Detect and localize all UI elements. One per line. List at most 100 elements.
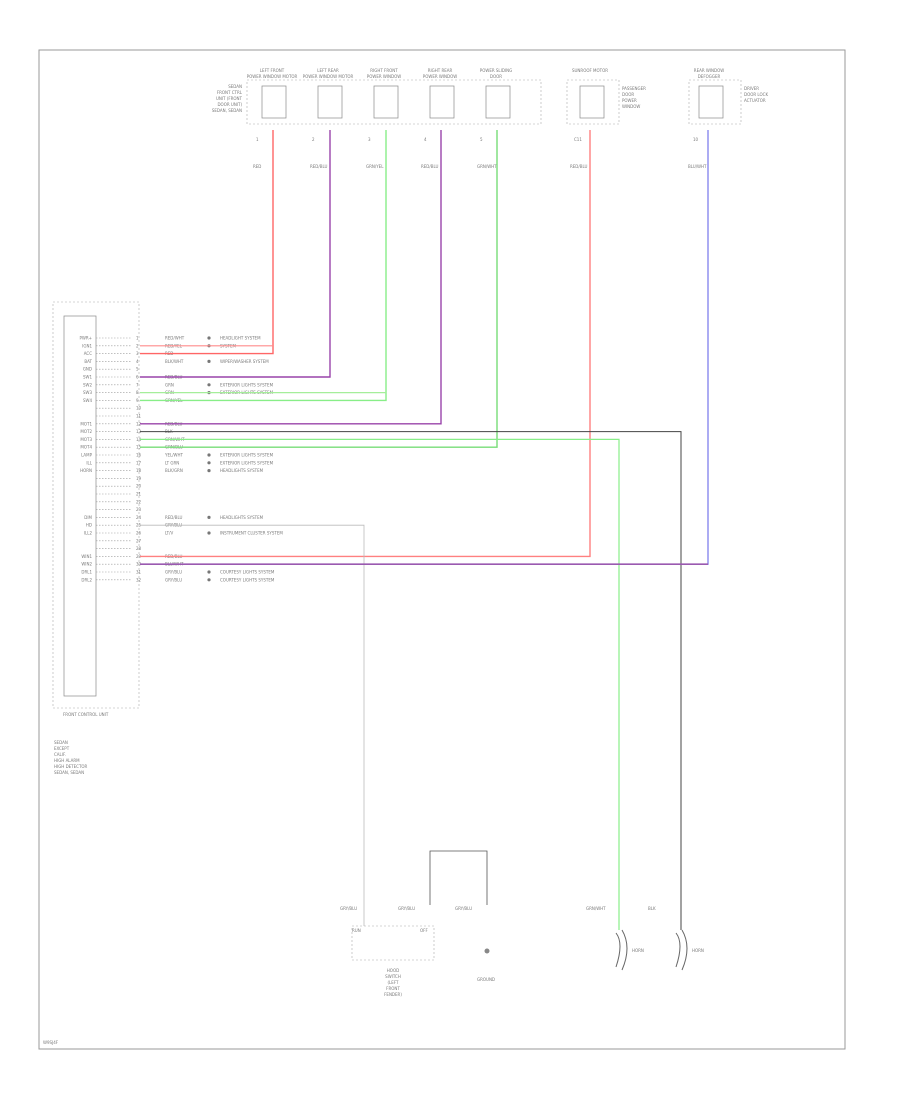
module-note-line: HIGH DETECTOR	[54, 764, 88, 769]
wire	[140, 130, 591, 558]
pin-label: WIN1	[81, 554, 92, 559]
pin-arrow-icon	[207, 461, 211, 465]
wire	[140, 130, 387, 402]
switch-pin: OFF	[420, 928, 428, 933]
connector-body	[698, 85, 724, 119]
module-pin: 28	[96, 546, 142, 551]
horn-label: HORN	[632, 948, 644, 953]
pin-number: 30	[136, 562, 142, 567]
connector-pin: 3	[368, 137, 371, 142]
connector-group-b	[566, 79, 620, 125]
connector-pin: C11	[574, 137, 582, 142]
pin-number: 12	[136, 421, 142, 426]
connector-header: RIGHT FRONT	[370, 68, 398, 73]
pin-number: 21	[136, 492, 142, 497]
wire	[140, 130, 442, 425]
pin-label: SW4	[83, 398, 92, 403]
module-note-line: HIGH ALARM	[54, 758, 80, 763]
connector-header-2: POWER WINDOW MOTOR	[247, 74, 298, 79]
horn-symbol-1	[615, 929, 628, 971]
bottom-components	[351, 850, 688, 971]
pin-number: 2	[136, 343, 139, 348]
pin-destination: EXTERIOR LIGHTS SYSTEM	[220, 460, 274, 465]
pin-arrow-icon	[207, 453, 211, 457]
front-control-unit-outline	[52, 301, 140, 709]
svg-text:DOOR LOCK: DOOR LOCK	[744, 92, 768, 97]
pin-label: SW3	[83, 390, 92, 395]
connector-header: POWER SLIDING	[480, 68, 512, 73]
pin-number: 11	[136, 414, 142, 419]
pin-label: IGN1	[82, 343, 92, 348]
pin-wire-color: RED/BLU	[165, 515, 183, 520]
pin-arrow-icon	[207, 359, 211, 363]
pin-label: ACC	[84, 351, 92, 356]
connector-header: LEFT REAR	[317, 68, 339, 73]
connector-pin: 5	[480, 137, 483, 142]
svg-text:DRIVER: DRIVER	[744, 86, 759, 91]
bottom-wire-label: GRY/BLU	[398, 906, 415, 911]
pin-label: BAT	[84, 359, 92, 364]
module-pin: 20	[96, 484, 142, 489]
wire	[140, 130, 498, 448]
pin-label: SW2	[83, 382, 92, 387]
top-note-line: SEDAN, SEDAN	[212, 108, 242, 113]
pin-number: 1	[136, 336, 139, 341]
svg-text:WINDOW: WINDOW	[622, 104, 640, 109]
connector-body	[429, 85, 455, 119]
pin-arrow-icon	[207, 336, 211, 340]
pin-number: 26	[136, 531, 142, 536]
module-pin: 11	[96, 414, 142, 419]
pin-label: WIN2	[81, 562, 92, 567]
pin-wire-color: YEL/WHT	[164, 453, 184, 458]
pin-destination: COURTESY LIGHTS SYSTEM	[220, 577, 275, 582]
svg-text:POWER: POWER	[622, 98, 637, 103]
wire-to-hood-switch	[140, 524, 365, 926]
pin-number: 3	[136, 351, 139, 356]
pin-label: LAMP	[81, 453, 93, 458]
pin-label: GND	[83, 367, 92, 372]
wire-to-horn-2	[140, 431, 682, 930]
module-note-line: SEDAN	[54, 740, 68, 745]
wire	[140, 130, 331, 378]
pin-arrow-icon	[207, 578, 211, 582]
pin-number: 19	[136, 476, 142, 481]
connector-pin: 4	[424, 137, 427, 142]
pin-destination: HEADLIGHTS SYSTEM	[220, 515, 264, 520]
connector-header: SUNROOF MOTOR	[572, 68, 608, 73]
hood-switch-label: SWITCH	[385, 974, 401, 979]
pin-number: 6	[136, 375, 139, 380]
connector-pin: 10	[693, 137, 699, 142]
pin-label: SW1	[83, 375, 92, 380]
bottom-wire-label: GRY/BLU	[455, 906, 472, 911]
connector-wire-color: RED/BLU	[570, 164, 588, 169]
top-note-line: SEDAN	[228, 84, 242, 89]
svg-text:ACTUATOR: ACTUATOR	[744, 98, 766, 103]
connector-wire-color: RED/BLU	[421, 164, 439, 169]
connector-wire-color: RED	[253, 164, 261, 169]
hood-switch-label: (LEFT	[388, 980, 400, 985]
connector-header: LEFT FRONT	[260, 68, 285, 73]
pin-number: 24	[136, 515, 142, 520]
switch-link-wire	[429, 850, 488, 905]
pin-destination: EXTERIOR LIGHTS SYSTEM	[220, 382, 274, 387]
pin-wire-color: BLK/WHT	[165, 359, 184, 364]
top-note-line: UNIT (FRONT	[216, 96, 243, 101]
connector-body	[373, 85, 399, 119]
module-note-line: SEDAN, SEDAN	[54, 770, 84, 775]
connector-header-2: POWER WINDOW	[423, 74, 457, 79]
top-note-line: DOOR UNIT)	[217, 102, 242, 107]
connector-header-2: DOOR	[490, 74, 502, 79]
connector-header: REAR WINDOW	[694, 68, 724, 73]
connector-side-label-1: PASSENGER DOOR POWER WINDOW	[622, 86, 646, 109]
pin-label: HORN	[80, 468, 92, 473]
